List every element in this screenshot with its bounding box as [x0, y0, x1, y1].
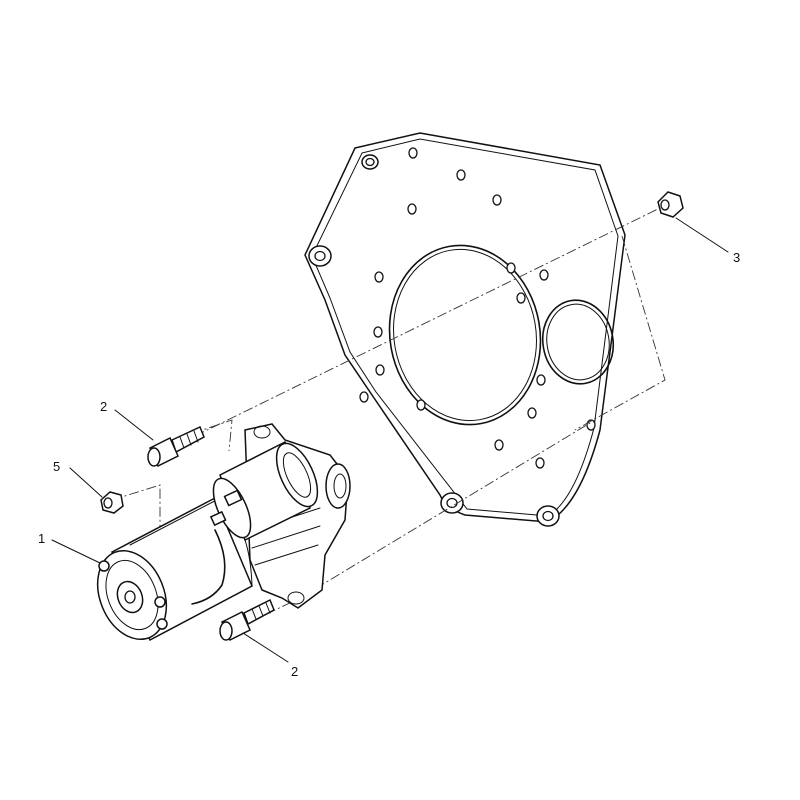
- callout-1: 1: [38, 531, 45, 546]
- nut-lower: [100, 491, 124, 514]
- adapter-plate: [304, 132, 626, 527]
- starter-motor: [96, 423, 351, 642]
- bolt-upper: [147, 425, 205, 468]
- nut-upper: [657, 191, 684, 218]
- callout-2-lower: 2: [291, 664, 298, 679]
- leader-lines: [51, 217, 729, 663]
- bolt-holes: [359, 147, 596, 469]
- callout-2-upper: 2: [100, 399, 107, 414]
- bolt-lower: [219, 598, 275, 642]
- callout-5: 5: [53, 459, 60, 474]
- callout-3: 3: [733, 250, 740, 265]
